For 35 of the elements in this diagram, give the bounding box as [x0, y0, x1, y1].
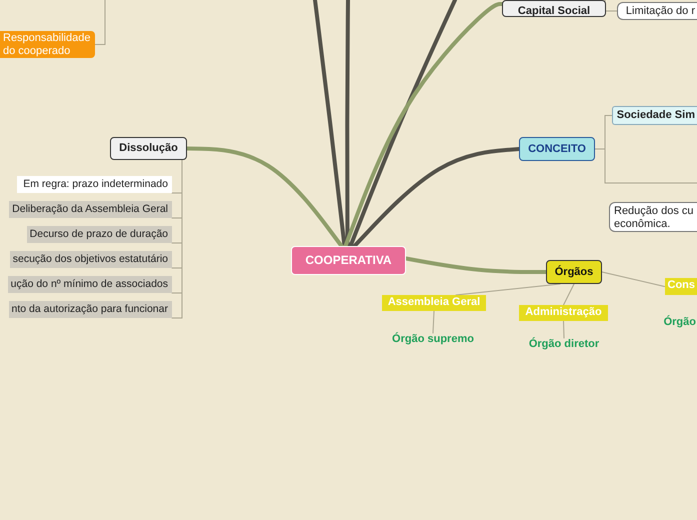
- note-text: Redução dos cu econômica.: [609, 202, 697, 232]
- subtopic: Cons: [664, 278, 697, 295]
- topic-note: Órgão: [664, 316, 697, 330]
- dissolution-item: ução do nº mínimo de associados: [8, 276, 172, 293]
- main-topic: CONCEITO: [519, 137, 595, 161]
- main-topic: Dissolução: [110, 137, 187, 160]
- subtopic: Administração: [519, 305, 608, 321]
- subtopic: Responsabilidade do cooperado: [0, 31, 95, 58]
- dissolution-item: secução dos objetivos estatutário: [10, 251, 172, 268]
- connector-line: [563, 320, 564, 338]
- connector-line: [456, 284, 560, 296]
- branch-line: [185, 146, 344, 248]
- topic-note: Órgão supremo: [382, 333, 484, 347]
- subtopic: Assembleia Geral: [382, 295, 486, 311]
- branch-line: [344, 2, 504, 248]
- connector-line: [94, 0, 106, 45]
- connector-line: [432, 310, 434, 334]
- central-topic: COOPERATIVA: [291, 246, 406, 275]
- branch-line: [345, 0, 350, 248]
- dissolution-item: nto da autorização para funcionar: [8, 301, 172, 318]
- dissolution-item: Decurso de prazo de duração: [26, 226, 172, 243]
- connector-line: [172, 160, 182, 318]
- connector-line: [563, 284, 574, 306]
- branch-line: [348, 0, 457, 248]
- branch-line: [313, 0, 346, 248]
- connector-line: [602, 272, 665, 287]
- dissolution-item: Em regra: prazo indeterminado: [17, 176, 172, 193]
- branch-line: [352, 147, 521, 248]
- note-text: Limitação do r: [616, 2, 697, 20]
- branch-line: [404, 256, 548, 274]
- topic-note: Órgão diretor: [516, 338, 612, 352]
- subtopic: Sociedade Sim: [612, 106, 697, 125]
- main-topic: Órgãos: [546, 260, 602, 284]
- dissolution-item: Deliberação da Assembleia Geral: [9, 201, 172, 218]
- main-topic: Capital Social: [502, 0, 606, 17]
